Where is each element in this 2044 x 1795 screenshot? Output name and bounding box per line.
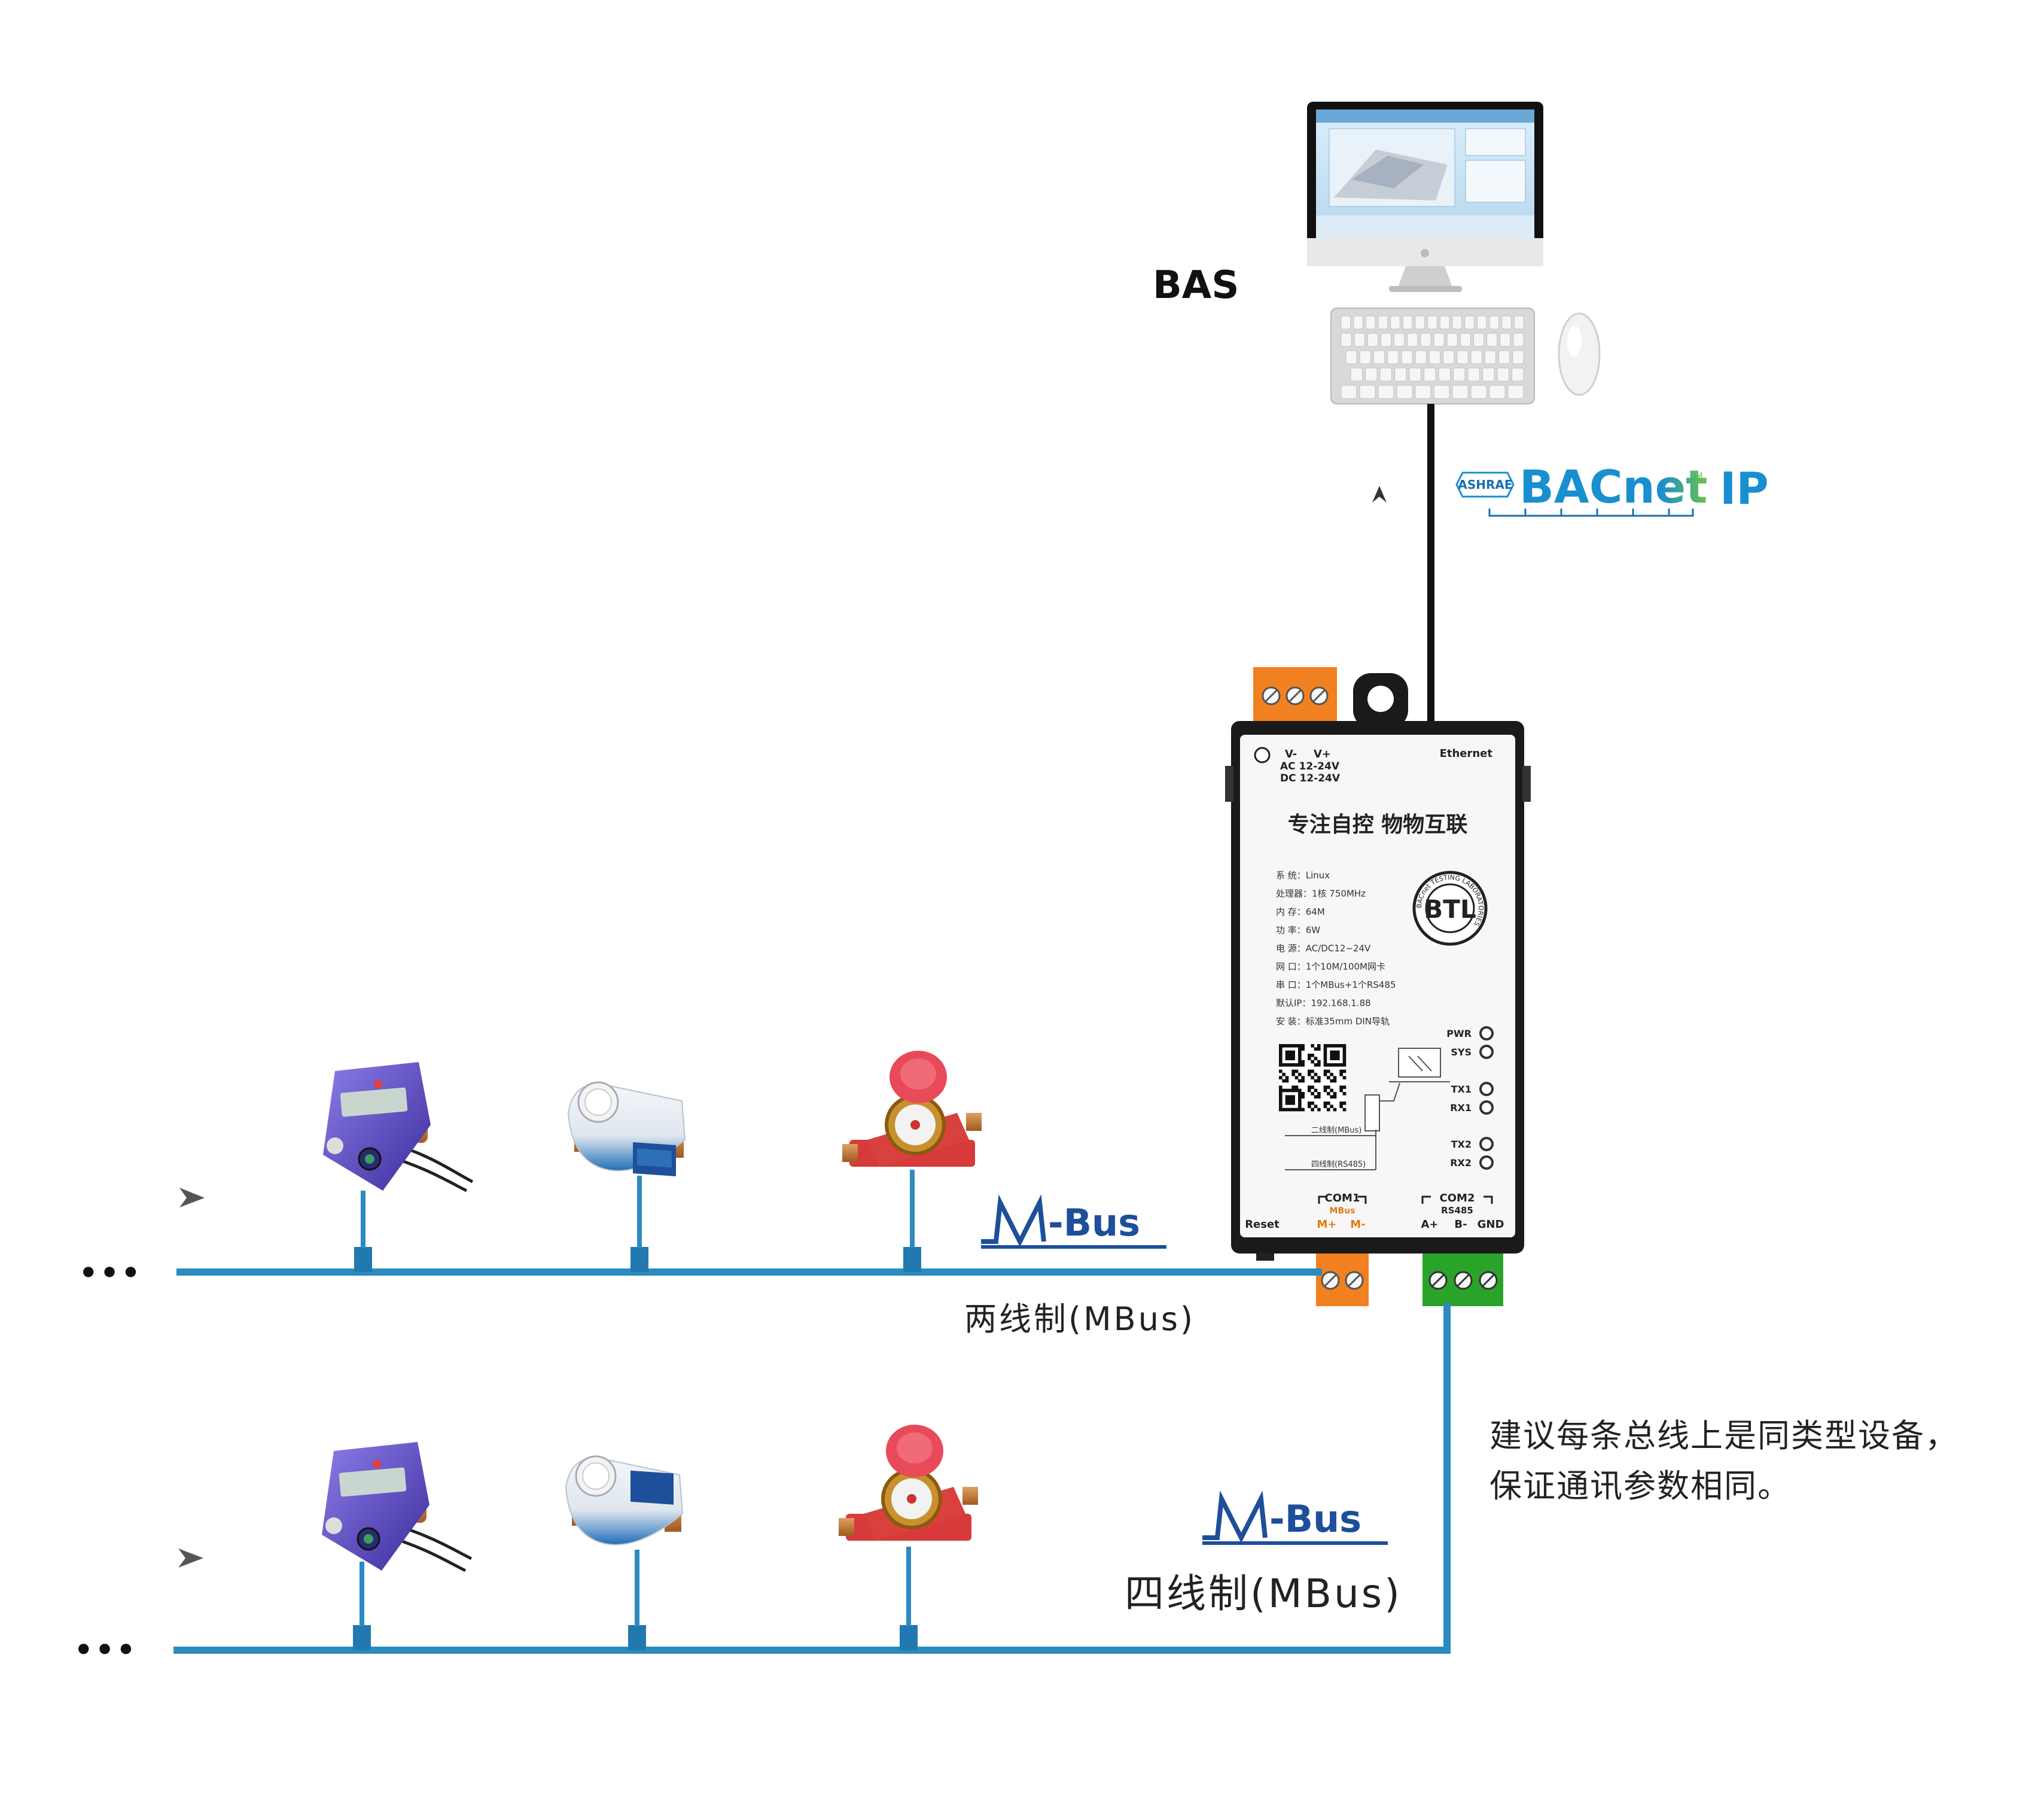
gnd-label: GND [1478,1218,1504,1231]
led-rx2-icon [1479,1155,1494,1170]
wiring-four-label: 四线制(RS485) [1311,1160,1366,1169]
slogan-text: 专注自控 物物互联 [1288,813,1468,837]
b-minus-label: B- [1454,1218,1467,1231]
led-rx1-icon [1479,1100,1494,1115]
bacnet-text: BACnet [1519,460,1708,513]
bacnet-ip-logo: ASHRAE BACnet TM IP [1455,460,1769,517]
gateway-device: V- V+ AC 12-24V DC 12-24V Ethernet 专注自控 … [1225,667,1531,1306]
com1-sub-label: MBus [1330,1206,1355,1216]
power-dc-label: DC 12-24V [1280,772,1341,784]
ethernet-label: Ethernet [1440,747,1493,760]
ground-icon [1254,747,1271,763]
spec-line: 功 率：6W [1276,925,1320,936]
spec-list: 系 统：Linux 处理器：1核 750MHz 内 存：64M 功 率：6W 电 源：A… [1276,870,1396,1027]
blue-water-meter-icon [565,1455,684,1545]
led-pwr-icon [1479,1026,1494,1041]
right-arrow-icon [179,1188,205,1207]
led-sys-icon [1479,1045,1494,1059]
mbus-logo: -Bus [1202,1490,1388,1545]
led-tx1-icon [1479,1082,1494,1096]
a-plus-label: A+ [1421,1218,1438,1231]
spec-line: 安 装：标准35mm DIN导轨 [1276,1016,1390,1027]
com2-sub-label: RS485 [1441,1205,1473,1216]
note-line-1: 建议每条总线上是同类型设备， [1489,1417,1958,1455]
v-plus-label: V+ [1314,748,1331,760]
reset-label: Reset [1245,1218,1280,1231]
wiring-two-label: 二线制(MBus) [1311,1126,1361,1135]
ip-text: IP [1720,463,1769,515]
btl-text: BTL [1424,895,1476,924]
qr-code-icon [1279,1044,1347,1112]
purple-water-meter-icon [322,1442,473,1572]
led-label-tx2: TX2 [1451,1139,1472,1150]
m-plus-label: M+ [1317,1218,1337,1231]
com2-label: COM2 [1440,1192,1475,1204]
keyboard-icon [1330,308,1535,404]
purple-water-meter-icon [323,1062,474,1192]
spec-line: 网 口：1个10M/100M网卡 [1276,962,1385,972]
spec-line: 内 存：64M [1276,906,1325,917]
mouse-icon [1558,312,1601,396]
blue-water-meter-icon [567,1081,686,1177]
led-label-pwr: PWR [1446,1028,1472,1039]
computer-monitor-icon [1307,102,1543,292]
red-water-meter-icon [839,1425,978,1541]
bus2-label: 四线制(MBus) [1125,1571,1402,1617]
ellipsis-bus1: ••• [78,1252,141,1294]
bas-label: BAS [1153,263,1239,308]
trademark-text: TM [1690,471,1703,481]
mbus-logo: -Bus [981,1194,1166,1249]
power-ac-label: AC 12-24V [1280,760,1340,772]
ashrae-badge-text: ASHRAE [1458,477,1512,492]
note-text: 建议每条总线上是同类型设备， 保证通讯参数相同。 [1489,1411,1958,1511]
spec-line: 默认IP：192.168.1.88 [1276,998,1371,1009]
meter-stems [360,1170,915,1626]
mbus-logo-text: -Bus [1048,1201,1140,1245]
right-arrow-icon [178,1548,203,1568]
note-line-2: 保证通讯参数相同。 [1489,1467,1791,1505]
red-water-meter-icon [842,1051,982,1167]
led-label-tx1: TX1 [1451,1084,1472,1095]
led-tx2-icon [1479,1137,1494,1151]
ellipsis-bus2: ••• [73,1629,136,1671]
up-arrow-icon [1372,486,1387,503]
wiring-sketch [1285,1048,1450,1170]
bus1-label: 两线制(MBus) [964,1300,1196,1338]
bus-taps [353,1247,921,1650]
com1-label: COM1 [1325,1192,1360,1204]
m-minus-label: M- [1350,1218,1365,1231]
spec-line: 串 口：1个MBus+1个RS485 [1276,979,1396,990]
spec-line: 处理器：1核 750MHz [1276,889,1366,899]
led-label-rx2: RX2 [1450,1157,1472,1169]
spec-line: 系 统：Linux [1276,870,1330,881]
led-label-rx1: RX1 [1450,1102,1472,1113]
led-label-sys: SYS [1451,1046,1472,1058]
reset-button[interactable] [1256,1254,1274,1261]
mbus-logo-text: -Bus [1269,1497,1361,1541]
btl-seal-logo: BACnet TESTING LABORATORIES BTL [1412,871,1488,946]
spec-line: 电 源：AC/DC12~24V [1276,943,1371,954]
v-minus-label: V- [1285,748,1297,760]
